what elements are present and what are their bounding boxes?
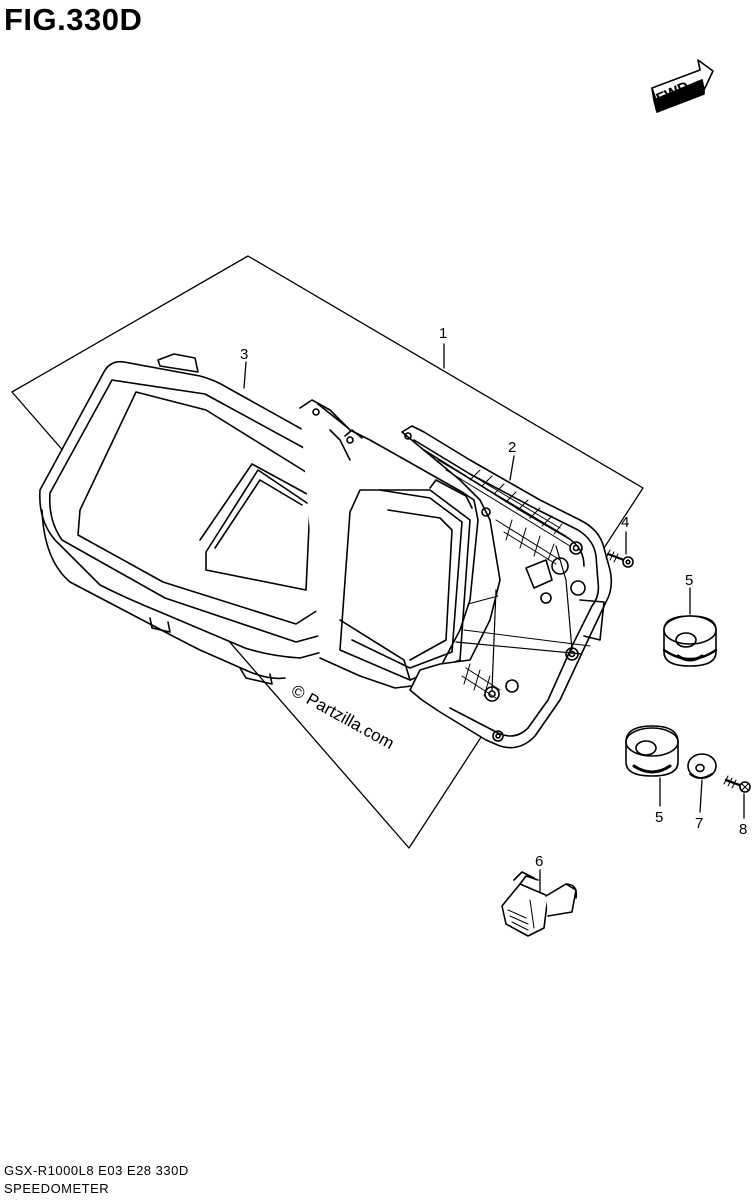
callout-5-lower: 5 — [655, 809, 663, 826]
callout-2: 2 — [508, 439, 516, 456]
footer-section-name: SPEEDOMETER — [4, 1181, 110, 1196]
callout-1: 1 — [439, 325, 447, 342]
figure-title: FIG.330D — [4, 2, 143, 37]
part-8-bolt — [723, 775, 751, 793]
part-6-connector — [501, 871, 578, 937]
callout-6: 6 — [535, 853, 543, 870]
part-7-washer — [687, 753, 717, 779]
callout-4: 4 — [621, 514, 629, 531]
callout-8: 8 — [739, 821, 747, 838]
part-5-grommet-upper — [662, 615, 718, 667]
callout-3: 3 — [240, 346, 248, 363]
part-2-meter-case — [401, 425, 613, 749]
fwd-arrow-icon: FWD — [651, 59, 714, 113]
watermark-text: © Partzilla.com — [288, 681, 397, 753]
leader-lines — [243, 343, 745, 893]
footer-model-code: GSX-R1000L8 E03 E28 330D — [4, 1163, 189, 1178]
callout-labels: 1 2 3 4 5 5 6 7 8 — [240, 325, 747, 870]
assembly-boundary — [11, 255, 644, 849]
part-4-screw — [605, 549, 634, 568]
callout-7: 7 — [695, 815, 703, 832]
part-5-grommet-lower — [625, 725, 679, 777]
callout-5-upper: 5 — [685, 572, 693, 589]
meter-housing — [299, 399, 479, 689]
